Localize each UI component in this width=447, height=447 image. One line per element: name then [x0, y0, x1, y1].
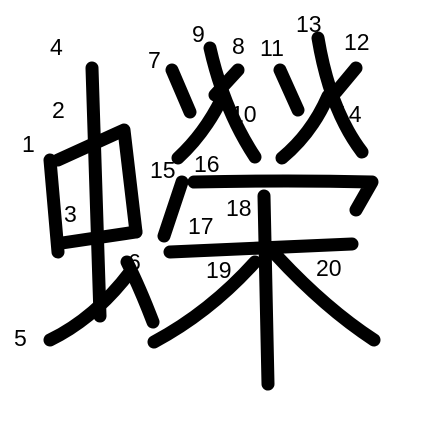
stroke-number-label: 20	[316, 255, 342, 281]
stroke-number-label: 16	[194, 151, 220, 177]
stroke-18	[257, 189, 275, 391]
stroke-number-label: 5	[14, 325, 27, 351]
stroke-number-label: 17	[188, 213, 214, 239]
stroke-number-label: 4	[50, 34, 63, 60]
stroke-number-label: 19	[206, 257, 232, 283]
stroke-number-label: 8	[232, 33, 245, 59]
stroke-number-label: 14	[336, 101, 362, 127]
stroke-20	[269, 248, 381, 347]
stroke-4	[85, 61, 107, 323]
stroke-number-label: 7	[148, 47, 161, 73]
stroke-13	[311, 31, 369, 159]
stroke-5	[43, 265, 137, 347]
stroke-number-label: 3	[64, 201, 77, 227]
stroke-number-labels: 1 2 3 4 5 6 7 8 9 10 11 12 13 14 15 16 1…	[14, 11, 370, 351]
stroke-7	[165, 63, 197, 119]
stroke-16	[187, 174, 379, 217]
stroke-2	[51, 123, 143, 239]
stroke-number-label: 1	[22, 131, 35, 157]
stroke-14	[275, 89, 335, 165]
stroke-number-label: 2	[52, 97, 65, 123]
stroke-number-label: 13	[296, 11, 322, 37]
stroke-number-label: 9	[192, 21, 205, 47]
stroke-10	[171, 91, 229, 165]
stroke-number-label: 10	[231, 101, 257, 127]
stroke-9	[203, 41, 262, 164]
stroke-15	[157, 175, 189, 243]
stroke-1	[43, 153, 65, 259]
stroke-12	[329, 61, 363, 99]
character-strokes	[43, 31, 381, 391]
stroke-11	[273, 63, 305, 117]
stroke-6	[120, 255, 160, 329]
stroke-number-label: 6	[128, 249, 141, 275]
stroke-number-label: 15	[150, 157, 176, 183]
stroke-number-label: 11	[260, 35, 284, 61]
stroke-19	[147, 255, 262, 349]
stroke-number-label: 18	[226, 195, 252, 221]
stroke-number-label: 12	[344, 29, 370, 55]
